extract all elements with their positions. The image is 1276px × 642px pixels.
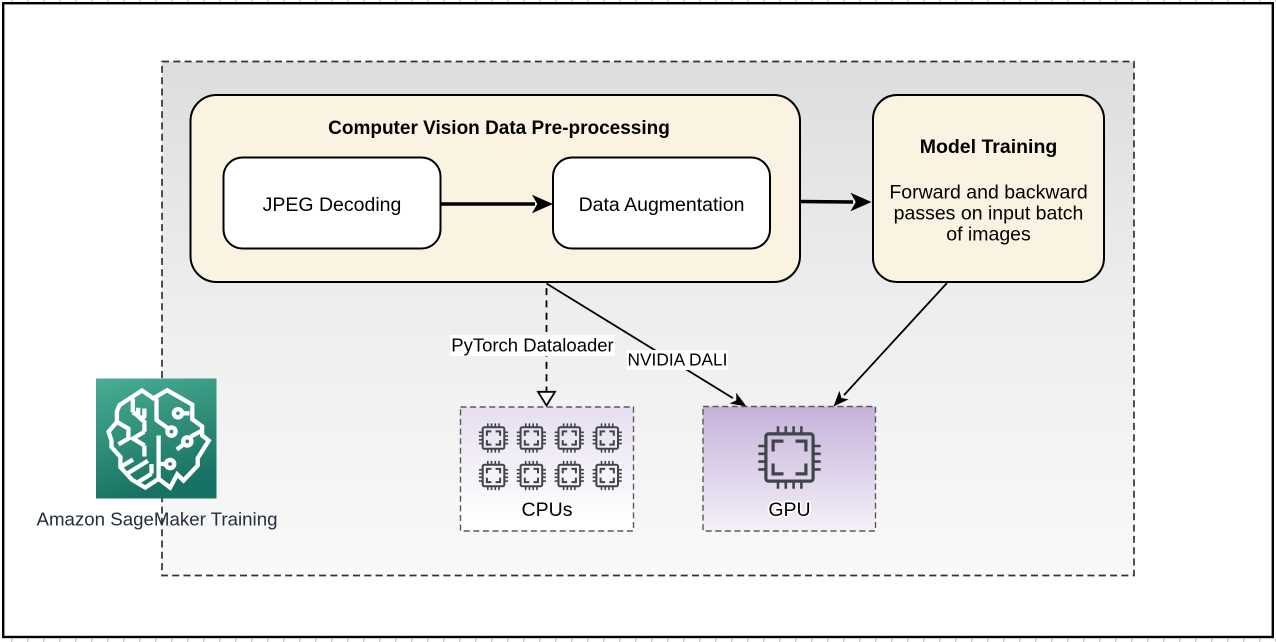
svg-text:Forward and backward: Forward and backward <box>889 182 1087 204</box>
svg-text:JPEG Decoding: JPEG Decoding <box>263 194 402 216</box>
svg-text:PyTorch Dataloader: PyTorch Dataloader <box>451 334 613 355</box>
svg-text:NVIDIA DALI: NVIDIA DALI <box>628 349 728 369</box>
svg-text:Model Training: Model Training <box>920 136 1058 158</box>
svg-text:Amazon SageMaker Training: Amazon SageMaker Training <box>37 508 278 529</box>
svg-text:CPUs: CPUs <box>522 499 573 521</box>
svg-text:GPU: GPU <box>768 499 810 521</box>
svg-text:passes on input batch: passes on input batch <box>894 203 1084 225</box>
svg-text:Computer Vision Data Pre-proce: Computer Vision Data Pre-processing <box>328 118 670 139</box>
svg-text:of images: of images <box>946 224 1031 246</box>
svg-text:Data Augmentation: Data Augmentation <box>579 194 745 216</box>
